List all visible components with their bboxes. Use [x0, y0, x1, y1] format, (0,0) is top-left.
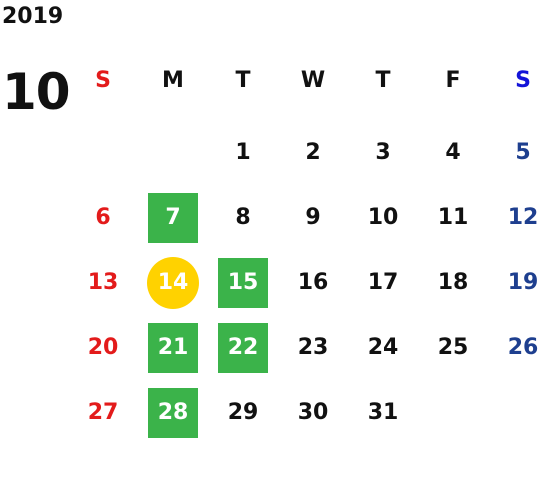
- day-number: 11: [437, 205, 469, 230]
- day-cell[interactable]: 28: [138, 380, 208, 445]
- day-number: 2: [305, 140, 321, 165]
- weekday-friday: F: [445, 68, 461, 93]
- day-cell[interactable]: 26: [488, 315, 548, 380]
- day-number: 24: [367, 335, 399, 360]
- day-cell[interactable]: 30: [278, 380, 348, 445]
- day-cell[interactable]: 5: [488, 120, 548, 185]
- day-number: 10: [367, 205, 399, 230]
- day-cell[interactable]: 10: [348, 185, 418, 250]
- day-number: 23: [297, 335, 329, 360]
- day-cell[interactable]: 7: [138, 185, 208, 250]
- day-number: 21: [148, 322, 198, 373]
- day-number: 28: [148, 387, 198, 438]
- weekday-saturday: S: [515, 68, 531, 93]
- day-cell[interactable]: 6: [68, 185, 138, 250]
- day-number: 26: [507, 335, 539, 360]
- day-number: 7: [148, 192, 198, 243]
- year-label: 2019: [2, 4, 64, 29]
- day-cell[interactable]: 11: [418, 185, 488, 250]
- day-number: 12: [507, 205, 539, 230]
- day-number: 9: [305, 205, 321, 230]
- day-number: 13: [87, 270, 119, 295]
- day-cell[interactable]: 4: [418, 120, 488, 185]
- day-cell[interactable]: 25: [418, 315, 488, 380]
- day-cell[interactable]: 2: [278, 120, 348, 185]
- day-cell[interactable]: 16: [278, 250, 348, 315]
- day-number: 30: [297, 400, 329, 425]
- day-cell[interactable]: 15: [208, 250, 278, 315]
- day-cell[interactable]: 24: [348, 315, 418, 380]
- weekday-tuesday: T: [235, 68, 251, 93]
- day-number: 16: [297, 270, 329, 295]
- day-number: 27: [87, 400, 119, 425]
- day-number: 25: [437, 335, 469, 360]
- day-cell[interactable]: 9: [278, 185, 348, 250]
- day-cell[interactable]: 21: [138, 315, 208, 380]
- weekday-sunday: S: [95, 68, 111, 93]
- day-cell[interactable]: 20: [68, 315, 138, 380]
- day-number: 8: [235, 205, 251, 230]
- day-cell[interactable]: 1: [208, 120, 278, 185]
- day-cell[interactable]: 13: [68, 250, 138, 315]
- day-cell[interactable]: 12: [488, 185, 548, 250]
- month-label: 10: [2, 63, 71, 121]
- day-cell[interactable]: 17: [348, 250, 418, 315]
- day-number: 19: [507, 270, 539, 295]
- day-number: 22: [218, 322, 268, 373]
- weekday-monday: M: [162, 68, 184, 93]
- day-cell[interactable]: 31: [348, 380, 418, 445]
- day-cell[interactable]: 8: [208, 185, 278, 250]
- day-cell[interactable]: 22: [208, 315, 278, 380]
- day-number: 5: [515, 140, 531, 165]
- day-number: 18: [437, 270, 469, 295]
- weekday-thursday: T: [375, 68, 391, 93]
- weekday-wednesday: W: [300, 68, 326, 93]
- day-number: 17: [367, 270, 399, 295]
- day-number: 31: [367, 400, 399, 425]
- day-number: 29: [227, 400, 259, 425]
- weekday-header: S M T W T F S: [68, 66, 548, 96]
- day-number: 14: [147, 256, 199, 309]
- day-cell[interactable]: 27: [68, 380, 138, 445]
- day-cell[interactable]: 19: [488, 250, 548, 315]
- day-number: 15: [218, 257, 268, 308]
- day-cell[interactable]: 3: [348, 120, 418, 185]
- day-cell[interactable]: 18: [418, 250, 488, 315]
- day-number: 4: [445, 140, 461, 165]
- day-cell[interactable]: 29: [208, 380, 278, 445]
- day-number: 1: [235, 140, 251, 165]
- day-number: 6: [95, 205, 111, 230]
- day-cell[interactable]: 14: [138, 250, 208, 315]
- day-number: 20: [87, 335, 119, 360]
- day-cell[interactable]: 23: [278, 315, 348, 380]
- day-number: 3: [375, 140, 391, 165]
